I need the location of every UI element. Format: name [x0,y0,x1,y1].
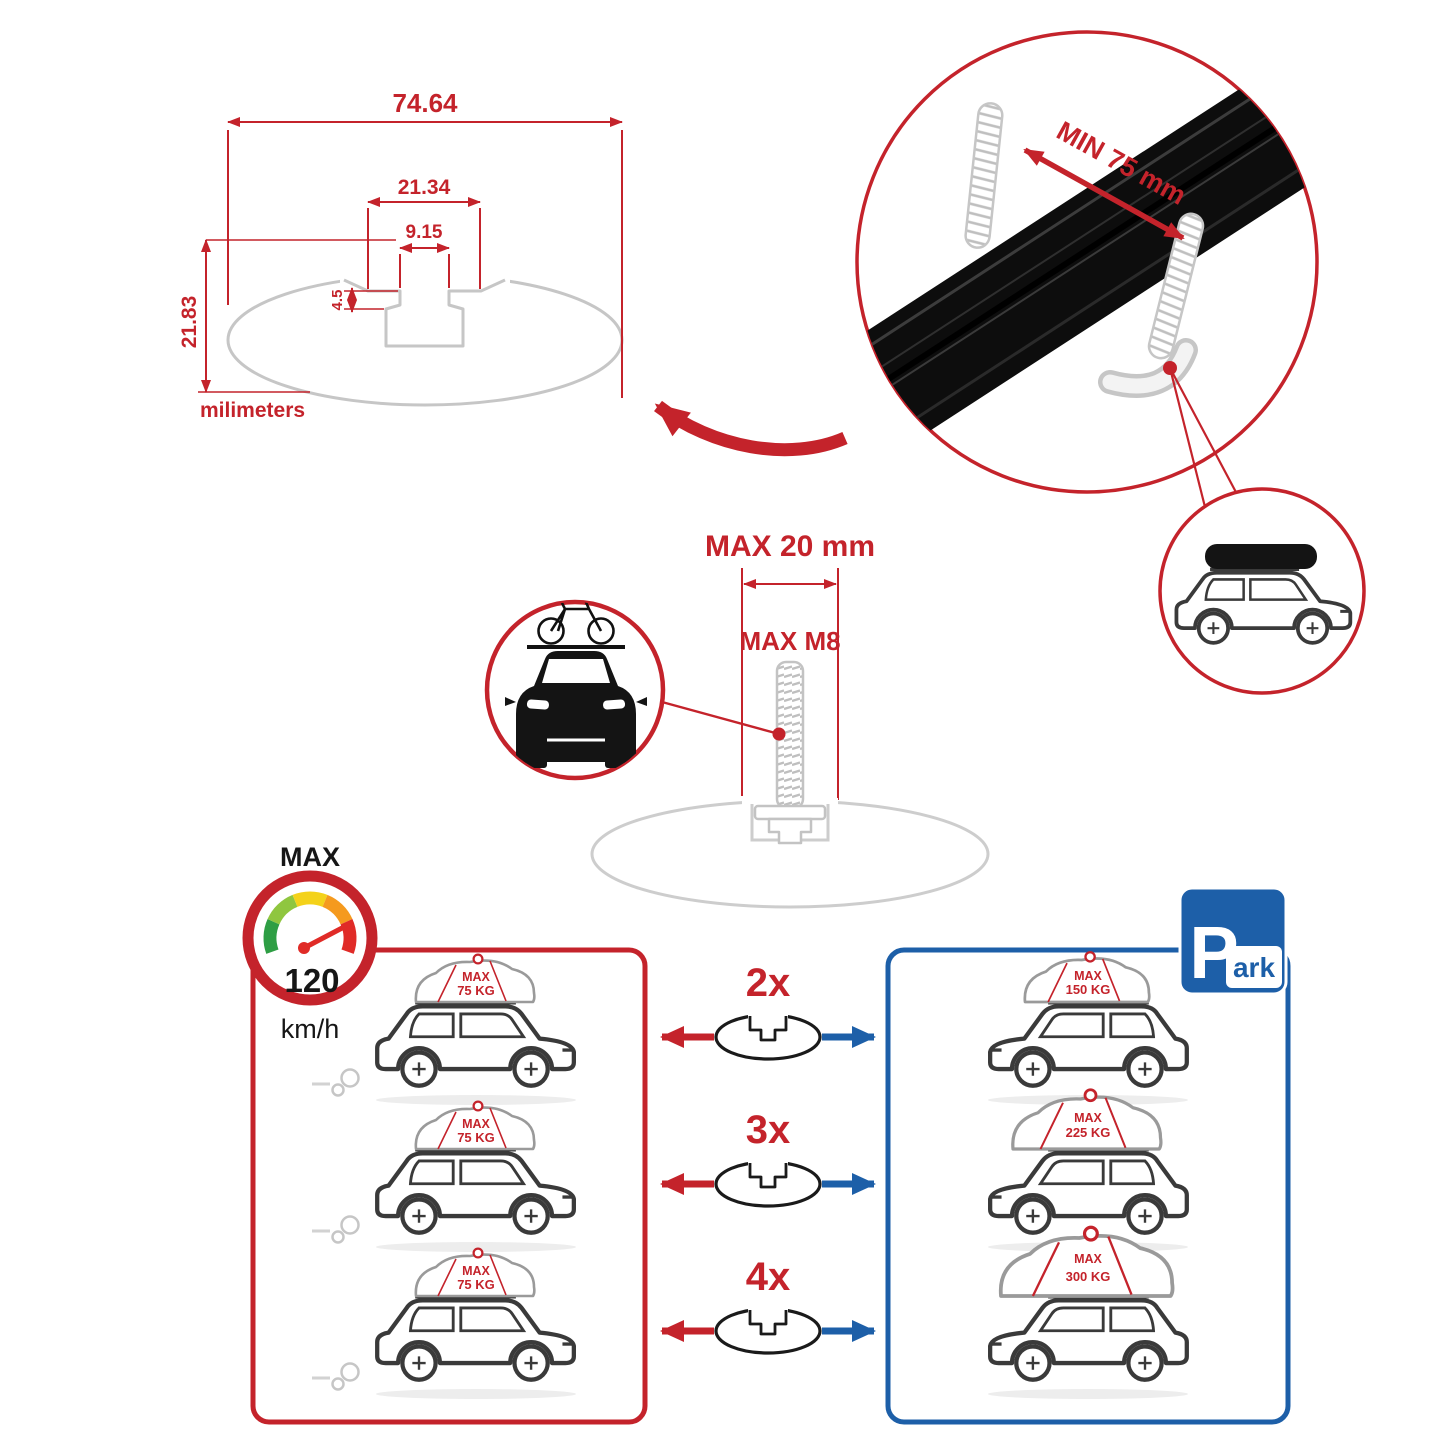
dim-total-width: 74.64 [392,88,458,118]
load-value: 150 KG [1066,982,1111,997]
multiplier-label: 4x [746,1255,791,1299]
load-label: MAX [1074,1111,1102,1125]
suv-roofbox-icon [1174,544,1353,645]
crossbar-section-icon [714,1011,822,1061]
crossbar-profile-diagram: 74.64 21.34 9.15 4.5 21.83 milimeters [178,88,624,422]
bike-on-car-icon [505,602,647,768]
bolt-max-length-label: MAX 20 mm [705,530,875,563]
crossbar-section-icon [714,1158,822,1208]
u-bolt-front-leg [1147,212,1205,360]
load-value: 75 KG [457,983,495,998]
bicycle-icon [537,602,615,645]
bar-count-rows: 2x 3x 4x [660,961,876,1355]
multiplier-label: 3x [746,1108,791,1152]
parking-sign-suffix: ark [1233,952,1275,983]
bolt-max-thread-label: MAX M8 [739,626,840,656]
dim-slot-depth: 4.5 [329,290,346,311]
detail-pointer-arrow [654,400,848,457]
speed-limit-gauge: MAX 120 km/h [242,842,378,1044]
multiplier-label: 2x [746,961,791,1005]
load-label: MAX [462,1264,490,1278]
load-label: MAX [462,1117,490,1131]
bolt-dimension-lines [741,568,839,800]
mounting-bolt-icon [753,660,827,845]
dim-channel-width: 21.34 [398,176,451,199]
gauge-title: MAX [280,842,340,872]
load-value: 75 KG [457,1130,495,1145]
gauge-value: 120 [284,962,339,999]
bike-on-car-circle [484,599,666,781]
driving-cars: MAX 75 KG MAX 75 KG MAX 75 KG [312,953,576,1399]
load-label: MAX [1074,1252,1102,1266]
car-front-icon [505,651,647,768]
bolt-diagram: MAX 20 mm MAX M8 [590,530,990,909]
crossbar-detail-circle: MIN 75 mm [855,30,1319,508]
load-value: 300 KG [1066,1269,1111,1284]
gauge-needle [301,924,347,951]
roofbox-icon [1205,544,1317,569]
dimension-lines [198,117,623,398]
units-label: milimeters [200,399,305,422]
suv-roofbox-circle [1158,487,1366,695]
load-value: 75 KG [457,1277,495,1292]
load-label: MAX [1074,969,1102,983]
gauge-unit: km/h [281,1014,340,1044]
load-label: MAX [462,970,490,984]
parked-cars: MAX 150 KG MAX 225 KG MAX 300 KG [988,950,1188,1399]
dim-total-height: 21.83 [178,296,201,349]
min-gap-arrow [1023,147,1185,241]
crossbar-section-icon [714,1305,822,1355]
bolt-callout-dot [772,727,786,741]
dim-slot-width: 9.15 [406,222,443,243]
parking-sign-icon: P ark [1178,886,1288,996]
load-value: 225 KG [1066,1125,1111,1140]
u-bolt-icon [964,102,1004,249]
